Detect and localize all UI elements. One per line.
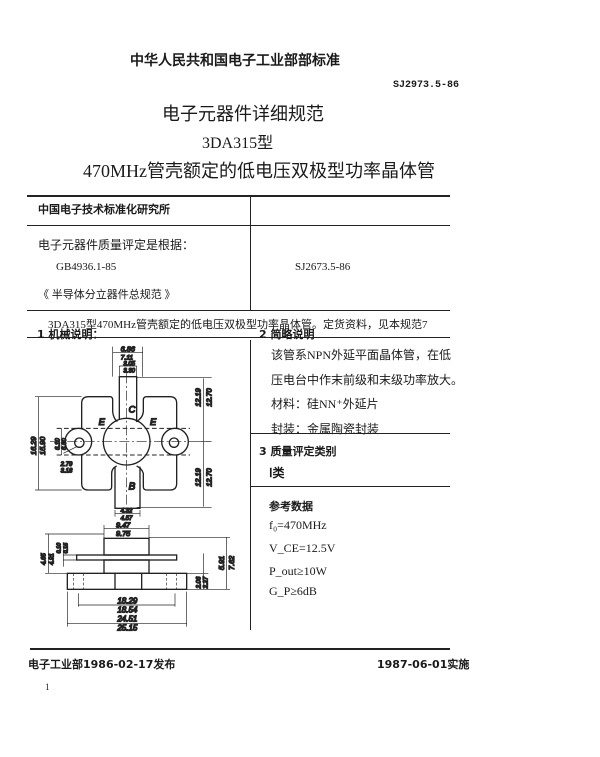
section-column-divider	[250, 340, 251, 630]
centerlines	[50, 373, 212, 514]
section2-line-2: 压电台中作末前级和末级功率放大。	[271, 373, 464, 387]
dim-4-32: 4.32	[121, 509, 133, 515]
dim-3-30: 3.30	[123, 369, 135, 375]
reference-gp: G_P≥6dB	[269, 584, 317, 598]
page-number: 1	[45, 682, 50, 692]
dim-16-29: 16.29	[30, 437, 38, 455]
dim-24-51: 24.51	[116, 615, 137, 624]
dim-25-15: 25.15	[116, 624, 138, 633]
table-rule-3	[27, 337, 450, 338]
section2-line-3: 材料：硅NN⁺外延片	[271, 397, 379, 411]
side-dimension-lines	[45, 525, 230, 627]
table-column-divider	[250, 197, 251, 310]
side-view: 4.32 4.57 9.47 9.75 5.91 7.62 2.06 2.27 …	[41, 508, 237, 633]
section3-rule	[251, 486, 450, 487]
top-view: C E E B 6.86 7.11 3.05 3.30 12.19 12.70 …	[30, 344, 214, 517]
dim-12-70-bottom: 12.70	[205, 467, 214, 486]
section1-title: 1 机械说明：	[37, 328, 104, 341]
basis-label: 电子元器件质量评定是根据：	[38, 238, 195, 252]
dim-12-70-top: 12.70	[205, 387, 214, 406]
institute: 中国电子技术标准化研究所	[38, 203, 170, 216]
dim-9-47: 9.47	[116, 520, 131, 529]
dim-0-10: 0.10	[57, 543, 63, 553]
dim-4-65: 4.65	[41, 553, 47, 565]
section2-title: 2 简略说明	[259, 328, 315, 341]
basis-name: 《 半导体分立器件总规范 》	[38, 289, 176, 301]
base-lead	[114, 466, 141, 509]
effective-date: 1987-06-01实施	[377, 658, 470, 671]
left-mounting-hole	[74, 437, 85, 448]
dim-15-90: 15.90	[38, 436, 47, 455]
dimension-lines	[35, 346, 212, 517]
dim-18-29: 18.29	[117, 596, 138, 605]
body	[103, 559, 150, 574]
title-line1: 电子元器件详细规范	[162, 104, 324, 124]
footer-rule	[30, 648, 450, 650]
section2-line-1: 该管系NPN外延平面晶体管，在低	[271, 348, 452, 362]
dim-18-54: 18.54	[117, 606, 138, 615]
dim-3-05: 3.05	[123, 361, 135, 367]
mechanical-drawing: C E E B 6.86 7.11 3.05 3.30 12.19 12.70 …	[30, 344, 237, 633]
dim-6-60: 6.60	[62, 438, 68, 450]
dim-12-19-top: 12.19	[194, 388, 203, 406]
dim-2-06: 2.06	[197, 576, 203, 589]
dim-5-91: 5.91	[217, 556, 226, 570]
dim-9-75: 9.75	[116, 529, 131, 538]
emitter-dashes	[56, 427, 190, 456]
right-mounting-hole	[168, 437, 180, 448]
reference-vce: V_CE=12.5V	[269, 541, 336, 555]
section2-rule	[251, 433, 450, 434]
org-standard-title: 中华人民共和国电子工业部部标准	[130, 53, 340, 69]
dim-12-19-bottom: 12.19	[194, 468, 203, 486]
label-c: C	[129, 405, 136, 415]
label-e-right: E	[150, 417, 157, 427]
flange-holes	[73, 573, 177, 590]
dim-7-11: 7.11	[121, 354, 134, 361]
dim-6-10: 6.10	[55, 438, 61, 450]
collector-lead	[118, 376, 138, 420]
dim-4-57: 4.57	[121, 516, 133, 522]
label-b: B	[129, 481, 136, 492]
title-line2: 3DA315型	[202, 135, 274, 152]
dim-7-62: 7.62	[227, 556, 236, 570]
issued-date: 电子工业部1986-02-17发布	[28, 658, 176, 671]
right-code: SJ2673.5-86	[295, 261, 351, 273]
standard-code: SJ2973.5-86	[393, 80, 460, 91]
flange-inner	[114, 573, 143, 590]
dim-2-27: 2.27	[203, 576, 209, 589]
dim-4-91: 4.91	[49, 553, 55, 565]
lead-bar	[76, 554, 178, 561]
reference-f0: f₀=470MHz	[269, 518, 327, 532]
section2-line-4: 封装：金属陶瓷封装	[271, 422, 380, 436]
reference-pout: P_out≥10W	[269, 564, 327, 578]
cap	[103, 537, 150, 556]
header-rule	[27, 195, 450, 197]
summary: 3DA315型470MHz管壳额定的低电压双极型功率晶体管。定货资料，见本规范7	[48, 319, 428, 331]
flange-outline	[81, 396, 178, 491]
table-rule-2	[27, 310, 450, 311]
reference-title: 参考数据	[269, 500, 313, 513]
flange	[66, 572, 188, 590]
section3-title: 3 质量评定类别	[259, 445, 337, 458]
dim-2-79: 2.79	[60, 462, 73, 468]
quality-class: Ⅰ类	[269, 466, 285, 480]
dim-6-86: 6.86	[121, 345, 136, 354]
dim-0-15: 0.15	[63, 543, 69, 553]
label-e-left: E	[99, 417, 106, 427]
title-line3: 470MHz管壳额定的低电压双极型功率晶体管	[83, 161, 435, 181]
dim-3-18: 3.18	[61, 469, 73, 475]
basis-code: GB4936.1-85	[56, 261, 117, 273]
table-rule-1	[27, 225, 450, 226]
